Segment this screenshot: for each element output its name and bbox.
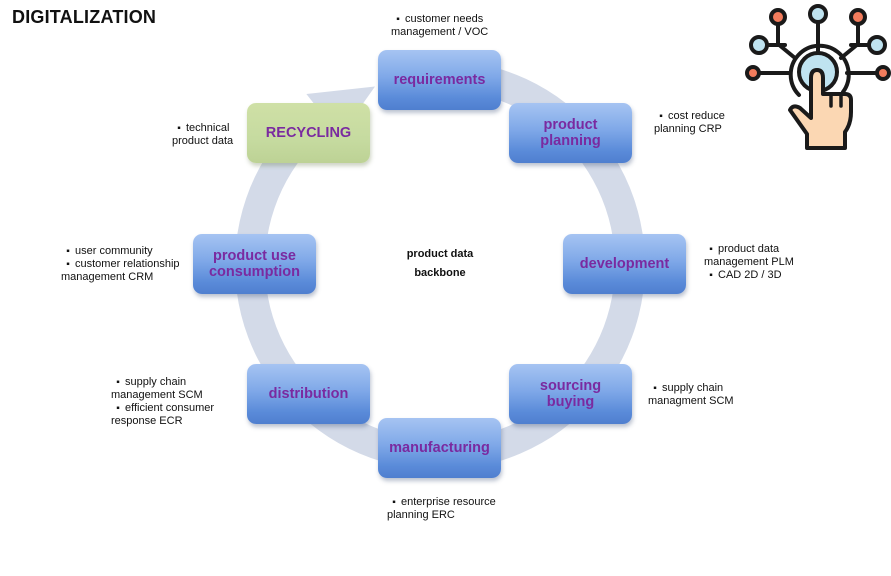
note-sourcing-buying: supply chain managment SCM [648, 382, 734, 408]
note-recycling: technical product data [172, 122, 233, 148]
stage-label: RECYCLING [265, 125, 352, 141]
center-label-line-2: backbone [414, 267, 466, 279]
note-requirements: customer needs management / VOC [391, 13, 488, 39]
note-line: planning ERC [387, 509, 455, 521]
note-line: CAD 2D / 3D [704, 269, 794, 282]
stage-manufacturing[interactable]: manufacturing [378, 418, 501, 478]
note-line: supply chain [111, 376, 214, 389]
note-line: customer needs [391, 13, 488, 26]
stage-label: development [579, 256, 670, 272]
stage-label: consumption [208, 264, 301, 280]
stage-product-use-consumption[interactable]: product use consumption [193, 234, 316, 294]
stage-sourcing-buying[interactable]: sourcing buying [509, 364, 632, 424]
page-title: DIGITALIZATION [12, 7, 157, 27]
note-line: management SCM [111, 389, 203, 401]
note-line: product data [172, 135, 234, 147]
note-manufacturing: enterprise resource planning ERC [387, 496, 496, 522]
note-line: enterprise resource [387, 496, 496, 509]
stage-requirements[interactable]: requirements [378, 50, 501, 110]
stage-recycling[interactable]: RECYCLING [247, 103, 370, 163]
note-line: managment SCM [648, 395, 734, 407]
note-line: efficient consumer [111, 402, 214, 415]
stage-distribution[interactable]: distribution [247, 364, 370, 424]
note-line: management PLM [704, 256, 794, 268]
center-label: product data backbone [390, 245, 490, 283]
stage-label: sourcing [539, 378, 602, 394]
stage-product-planning[interactable]: product planning [509, 103, 632, 163]
note-line: product data [704, 243, 794, 256]
note-line: management / VOC [391, 26, 489, 38]
note-line: cost reduce [654, 110, 725, 123]
digital-touch-network-icon [745, 4, 891, 150]
note-line: customer relationship [61, 258, 180, 271]
stage-label: requirements [393, 72, 486, 88]
note-product-use-consumption: user community customer relationship man… [61, 245, 180, 284]
stage-label: product [543, 117, 598, 133]
stage-label: product use [213, 248, 296, 264]
stage-label: distribution [268, 386, 349, 402]
stage-label: planning [540, 133, 601, 149]
stage-development[interactable]: development [563, 234, 686, 294]
stage-label: buying [546, 394, 595, 410]
note-distribution: supply chain management SCM efficient co… [111, 376, 214, 428]
note-line: user community [61, 245, 180, 258]
center-label-line-1: product data [406, 248, 474, 260]
note-line: planning CRP [654, 123, 722, 135]
stage-label: manufacturing [389, 440, 490, 456]
note-product-planning: cost reduce planning CRP [654, 110, 725, 136]
note-line: supply chain [648, 382, 734, 395]
note-line: response ECR [111, 415, 183, 427]
note-development: product data management PLM CAD 2D / 3D [704, 243, 794, 282]
note-line: technical [172, 122, 233, 135]
note-line: management CRM [61, 271, 154, 283]
